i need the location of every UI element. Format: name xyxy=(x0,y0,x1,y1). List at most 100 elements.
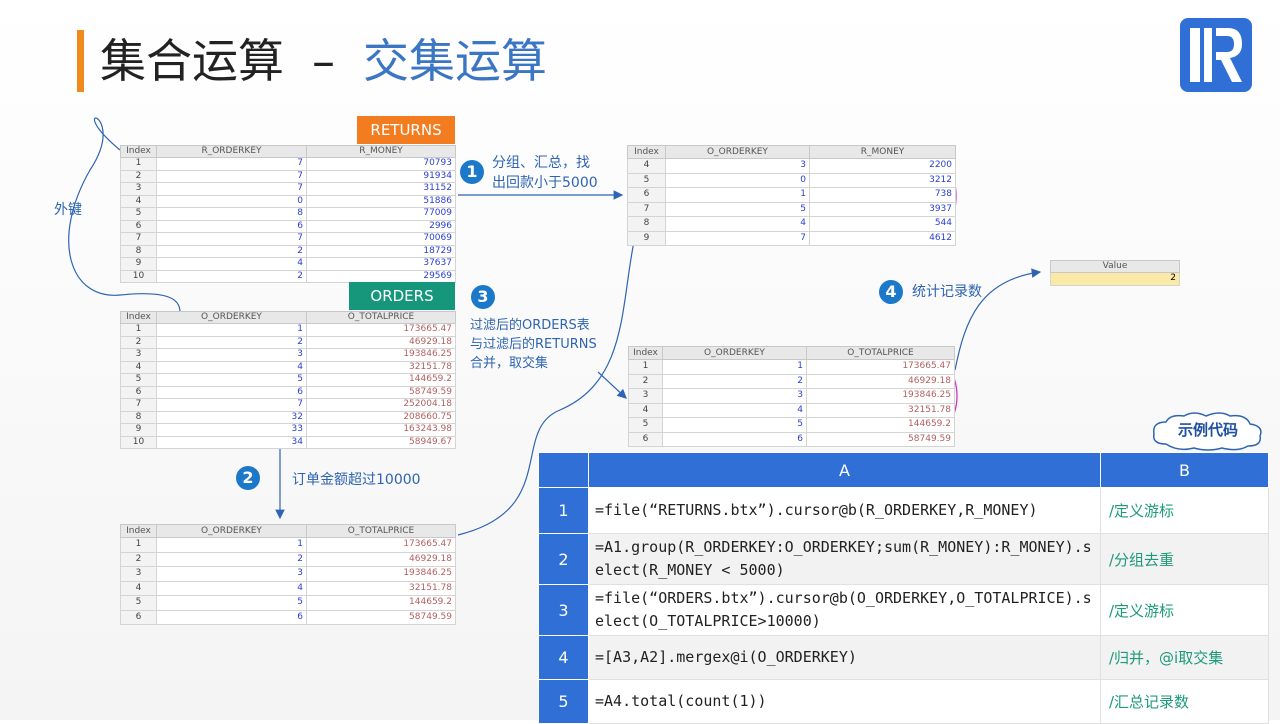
table-cell: 173665.47 xyxy=(306,537,456,553)
row-index-cell: 2 xyxy=(120,169,157,183)
code-comment[interactable]: /定义游标 xyxy=(1100,487,1269,534)
table-cell: 91934 xyxy=(306,169,456,183)
code-expr[interactable]: =A4.total(count(1)) xyxy=(588,679,1101,724)
returns-header-row: Index R_ORDERKEY R_MONEY xyxy=(120,145,456,158)
code-table: A B 1 =file(“RETURNS.btx”).cursor@b(R_OR… xyxy=(538,452,1269,724)
table-cell: 5 xyxy=(156,373,307,387)
table-cell: 144659.2 xyxy=(306,595,456,611)
col-header: R_ORDERKEY xyxy=(156,145,307,158)
code-row-num: 1 xyxy=(538,487,589,534)
code-comment[interactable]: /定义游标 xyxy=(1100,584,1269,636)
row-index-cell: 3 xyxy=(120,348,157,362)
table-cell: 1 xyxy=(156,323,307,337)
table-cell: 4 xyxy=(665,216,810,232)
row-index-cell: 1 xyxy=(120,323,157,337)
table-cell: 193846.25 xyxy=(306,348,456,362)
table-cell: 3 xyxy=(156,348,307,362)
col-header: Index xyxy=(120,524,157,538)
returns-label: RETURNS xyxy=(357,116,455,144)
step2-badge: 2 xyxy=(236,466,260,490)
code-comment[interactable]: /汇总记录数 xyxy=(1100,679,1269,724)
table-cell: 6 xyxy=(156,609,307,625)
table-cell: 0 xyxy=(156,194,307,208)
table-cell: 3 xyxy=(156,566,307,582)
sample-code-cloud: 示例代码 xyxy=(1148,410,1268,452)
table-cell: 33 xyxy=(156,423,307,437)
table-cell: 4 xyxy=(156,580,307,596)
row-index-cell: 6 xyxy=(628,431,663,447)
code-corner xyxy=(538,452,589,488)
step1-note: 分组、汇总，找 出回款小于5000 xyxy=(492,153,598,193)
step3-line1: 过滤后的ORDERS表 xyxy=(470,318,590,333)
table-cell: 5 xyxy=(662,417,807,433)
step4-badge: 4 xyxy=(879,280,903,304)
code-col-b: B xyxy=(1100,452,1269,488)
table-cell: 6 xyxy=(156,219,307,233)
col-header: O_ORDERKEY xyxy=(156,311,307,324)
code-comment[interactable]: /分组去重 xyxy=(1100,533,1269,585)
code-comment[interactable]: /归并，@i取交集 xyxy=(1100,635,1269,680)
row-index-cell: 5 xyxy=(120,595,157,611)
code-row: 5 =A4.total(count(1)) /汇总记录数 xyxy=(538,679,1269,724)
table-cell: 70069 xyxy=(306,232,456,246)
code-row-num: 3 xyxy=(538,584,589,636)
row-index-cell: 5 xyxy=(120,373,157,387)
code-row-num: 4 xyxy=(538,635,589,680)
code-row: 2 =A1.group(R_ORDERKEY:O_ORDERKEY;sum(R_… xyxy=(538,533,1269,585)
table-cell: 1 xyxy=(665,187,810,203)
code-expr[interactable]: =file(“ORDERS.btx”).cursor@b(O_ORDERKEY,… xyxy=(588,584,1101,636)
table-cell: 18729 xyxy=(306,244,456,258)
table-cell: 31152 xyxy=(306,182,456,196)
table-cell: 4612 xyxy=(809,230,956,246)
col-header: O_ORDERKEY xyxy=(662,346,807,360)
row-index-cell: 8 xyxy=(627,216,666,232)
row-index-cell: 4 xyxy=(627,158,666,174)
table-cell: 1 xyxy=(662,359,807,375)
row-index-cell: 1 xyxy=(120,157,157,171)
step1-line2: 出回款小于5000 xyxy=(492,175,598,191)
table-cell: 58749.59 xyxy=(306,609,456,625)
table-cell: 32 xyxy=(156,410,307,424)
row-index-cell: 2 xyxy=(120,335,157,349)
step2-note: 订单金额超过10000 xyxy=(292,472,421,488)
row-index-cell: 4 xyxy=(628,402,663,418)
table-cell: 7 xyxy=(156,398,307,412)
table-cell: 252004.18 xyxy=(306,398,456,412)
code-expr[interactable]: =[A3,A2].mergex@i(O_ORDERKEY) xyxy=(588,635,1101,680)
step1-line1: 分组、汇总，找 xyxy=(492,155,590,171)
row-index-cell: 3 xyxy=(628,388,663,404)
col-header: O_TOTALPRICE xyxy=(806,346,955,360)
step4-curve xyxy=(954,268,1042,371)
row-index-cell: 9 xyxy=(120,257,157,271)
table-cell: 163243.98 xyxy=(306,423,456,437)
table-cell: 173665.47 xyxy=(306,323,456,337)
table-cell: 32151.78 xyxy=(806,402,955,418)
table-cell: 7 xyxy=(156,169,307,183)
code-expr[interactable]: =A1.group(R_ORDERKEY:O_ORDERKEY;sum(R_MO… xyxy=(588,533,1101,585)
table-cell: 2200 xyxy=(809,158,956,174)
code-expr[interactable]: =file(“RETURNS.btx”).cursor@b(R_ORDERKEY… xyxy=(588,487,1101,534)
table-cell: 37637 xyxy=(306,257,456,271)
table-cell: 8 xyxy=(156,207,307,221)
